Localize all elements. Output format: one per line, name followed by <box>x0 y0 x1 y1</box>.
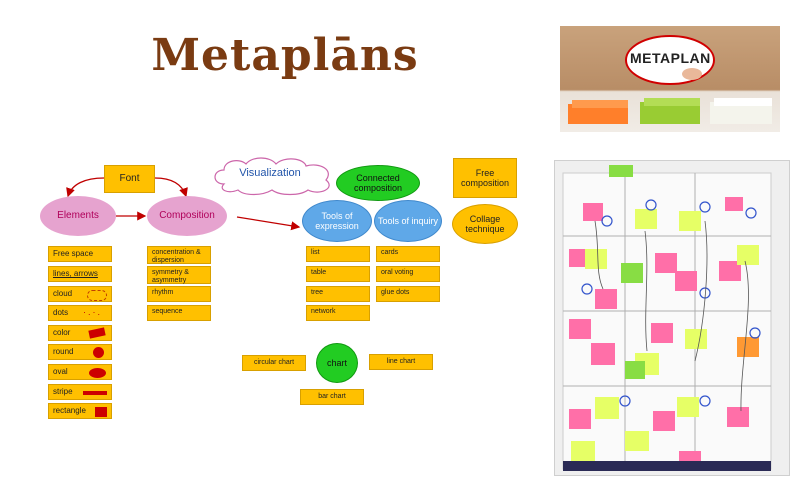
tools-of-expression-ellipse: Tools of expression <box>302 200 372 242</box>
composition-item: concentration & dispersion <box>147 246 211 264</box>
element-item: dots ·.·. <box>48 305 112 321</box>
composition-item: sequence <box>147 305 211 321</box>
font-box: Font <box>104 165 155 193</box>
color-swatch-icon <box>88 327 106 339</box>
inquiry-item: oral voting <box>376 266 440 282</box>
element-item-label: lines, arrows <box>53 269 98 278</box>
line-chart-box: line chart <box>369 354 433 370</box>
element-item-label: cloud <box>53 289 73 298</box>
visualization-cloud: Visualization <box>210 154 340 196</box>
composition-ellipse: Composition <box>147 196 227 236</box>
circular-chart-box: circular chart <box>242 355 306 371</box>
collage-technique-ellipse: Collage technique <box>452 204 518 244</box>
metaplan-photo-art <box>568 35 772 124</box>
cloud-shape <box>214 157 330 196</box>
dots-icon: ·.·. <box>83 307 102 317</box>
expression-item: tree <box>306 286 370 302</box>
stripe-icon <box>83 391 107 395</box>
element-item-label: oval <box>53 367 68 376</box>
element-item: rectangle <box>48 403 112 419</box>
rectangle-icon <box>95 407 107 417</box>
metaplan-sign-text: METAPLAN <box>630 50 711 66</box>
circle-icon <box>93 347 104 358</box>
connected-composition-ellipse: Connected composition <box>336 165 420 201</box>
element-item: oval <box>48 364 112 380</box>
expression-item: table <box>306 266 370 282</box>
bar-chart-box: bar chart <box>300 389 364 405</box>
metaplan-photo: METAPLAN <box>560 26 780 132</box>
element-item: lines, arrows <box>48 266 112 282</box>
element-item: color <box>48 325 112 341</box>
metaplan-board-photo <box>554 160 790 476</box>
element-item-label: round <box>53 347 74 356</box>
element-item: Free space <box>48 246 112 262</box>
page-title: Metaplāns <box>151 30 419 81</box>
composition-item: rhythm <box>147 286 211 302</box>
cloud-icon <box>87 290 107 301</box>
inquiry-item: cards <box>376 246 440 262</box>
element-item: round <box>48 344 112 360</box>
chart-ellipse: chart <box>316 343 358 383</box>
inquiry-item: glue dots <box>376 286 440 302</box>
element-item-label: stripe <box>53 387 73 396</box>
free-composition-box: Free composition <box>453 158 517 198</box>
board-photo-art <box>555 161 789 475</box>
element-item: cloud <box>48 286 112 302</box>
element-item-label: rectangle <box>53 406 86 415</box>
elements-ellipse: Elements <box>40 196 116 236</box>
element-item-label: dots <box>53 308 69 317</box>
element-item: stripe <box>48 384 112 400</box>
expression-item: network <box>306 305 370 321</box>
visualization-label: Visualization <box>239 167 301 179</box>
element-item-label: color <box>53 328 71 337</box>
composition-item: symmetry & asymmetry <box>147 266 211 284</box>
expression-item: list <box>306 246 370 262</box>
tools-of-inquiry-ellipse: Tools of inquiry <box>374 200 442 242</box>
oval-icon <box>89 368 106 378</box>
